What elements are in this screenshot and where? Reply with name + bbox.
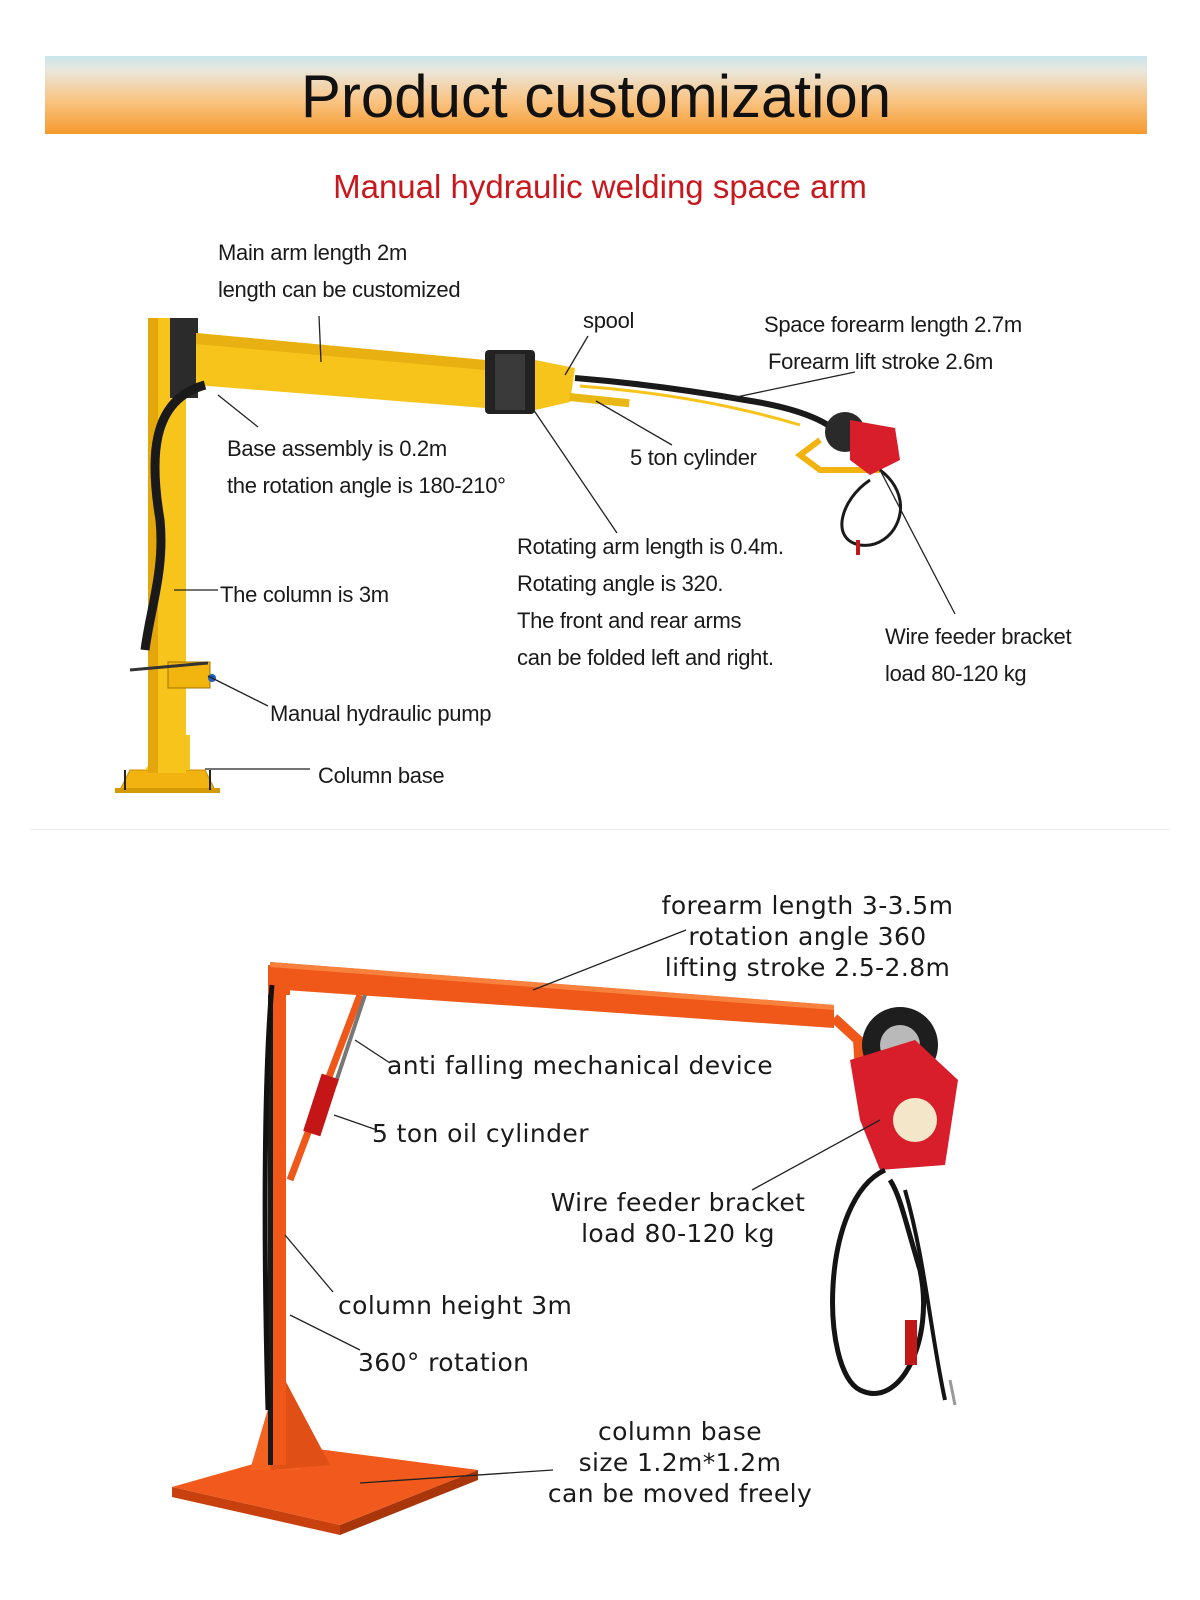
label-wire-feeder-top-line2: load 80-120 kg xyxy=(885,661,1027,686)
label-rotating-arm: Rotating arm length is 0.4m. Rotating an… xyxy=(517,528,784,676)
page-title: Product customization xyxy=(300,63,892,130)
label-forearm-bottom-line1: forearm length 3-3.5m xyxy=(661,891,954,920)
top-leader-lines xyxy=(174,315,956,770)
label-pump: Manual hydraulic pump xyxy=(270,701,492,726)
label-main-arm: Main arm length 2m length can be customi… xyxy=(218,234,461,308)
label-rotating-line3: The front and rear arms xyxy=(517,608,742,633)
label-base-assembly-line2: the rotation angle is 180-210° xyxy=(227,473,506,498)
header-banner: Product customization xyxy=(45,56,1147,134)
label-spool: spool xyxy=(583,308,635,333)
label-wire-feeder-bottom-line2: load 80-120 kg xyxy=(581,1219,775,1248)
bottom-leader-lines xyxy=(284,929,881,1484)
label-forearm-bottom-line3: lifting stroke 2.5-2.8m xyxy=(664,953,951,982)
label-base-bottom-line1: column base xyxy=(598,1417,762,1446)
label-forearm-line2: Forearm lift stroke 2.6m xyxy=(768,349,994,374)
label-base-bottom-line3: can be moved freely xyxy=(547,1479,813,1508)
label-column-base: Column base xyxy=(318,763,445,788)
label-forearm-line1: Space forearm length 2.7m xyxy=(764,312,1022,337)
yellow-main-arm xyxy=(196,333,485,408)
label-oil-cylinder: 5 ton oil cylinder xyxy=(372,1119,589,1148)
label-base-bottom: column base size 1.2m*1.2m can be moved … xyxy=(515,1416,845,1509)
yellow-wire-feeder xyxy=(850,420,900,475)
label-base-assembly-line1: Base assembly is 0.2m xyxy=(227,436,447,461)
orange-column xyxy=(272,985,286,1465)
label-rotating-line4: can be folded left and right. xyxy=(517,645,774,670)
label-forearm-bottom-line2: rotation angle 360 xyxy=(688,922,927,951)
label-cylinder: 5 ton cylinder xyxy=(630,445,757,470)
label-wire-feeder-bottom-line1: Wire feeder bracket xyxy=(550,1188,806,1217)
label-column: The column is 3m xyxy=(220,582,389,607)
label-rotating-line1: Rotating arm length is 0.4m. xyxy=(517,534,784,559)
label-anti-falling: anti falling mechanical device xyxy=(387,1051,773,1080)
label-main-arm-line1: Main arm length 2m xyxy=(218,240,408,265)
label-wire-feeder-bottom: Wire feeder bracket load 80-120 kg xyxy=(528,1187,828,1249)
label-rotation: 360° rotation xyxy=(358,1348,530,1377)
label-forearm-bottom: forearm length 3-3.5m rotation angle 360… xyxy=(640,890,975,983)
label-base-bottom-line2: size 1.2m*1.2m xyxy=(578,1448,782,1477)
orange-arm-illustration xyxy=(172,962,958,1535)
label-wire-feeder-top: Wire feeder bracket load 80-120 kg xyxy=(885,618,1072,692)
label-column-height: column height 3m xyxy=(338,1291,573,1320)
orange-base-plate xyxy=(172,1448,478,1525)
label-base-assembly: Base assembly is 0.2m the rotation angle… xyxy=(227,430,506,504)
label-rotating-line2: Rotating angle is 320. xyxy=(517,571,724,596)
orange-forearm xyxy=(270,962,834,1028)
label-wire-feeder-top-line1: Wire feeder bracket xyxy=(885,624,1072,649)
label-main-arm-line2: length can be customized xyxy=(218,277,461,302)
section-title: Manual hydraulic welding space arm xyxy=(333,168,867,205)
oil-cylinder xyxy=(303,1073,339,1137)
section-divider xyxy=(30,829,1170,830)
